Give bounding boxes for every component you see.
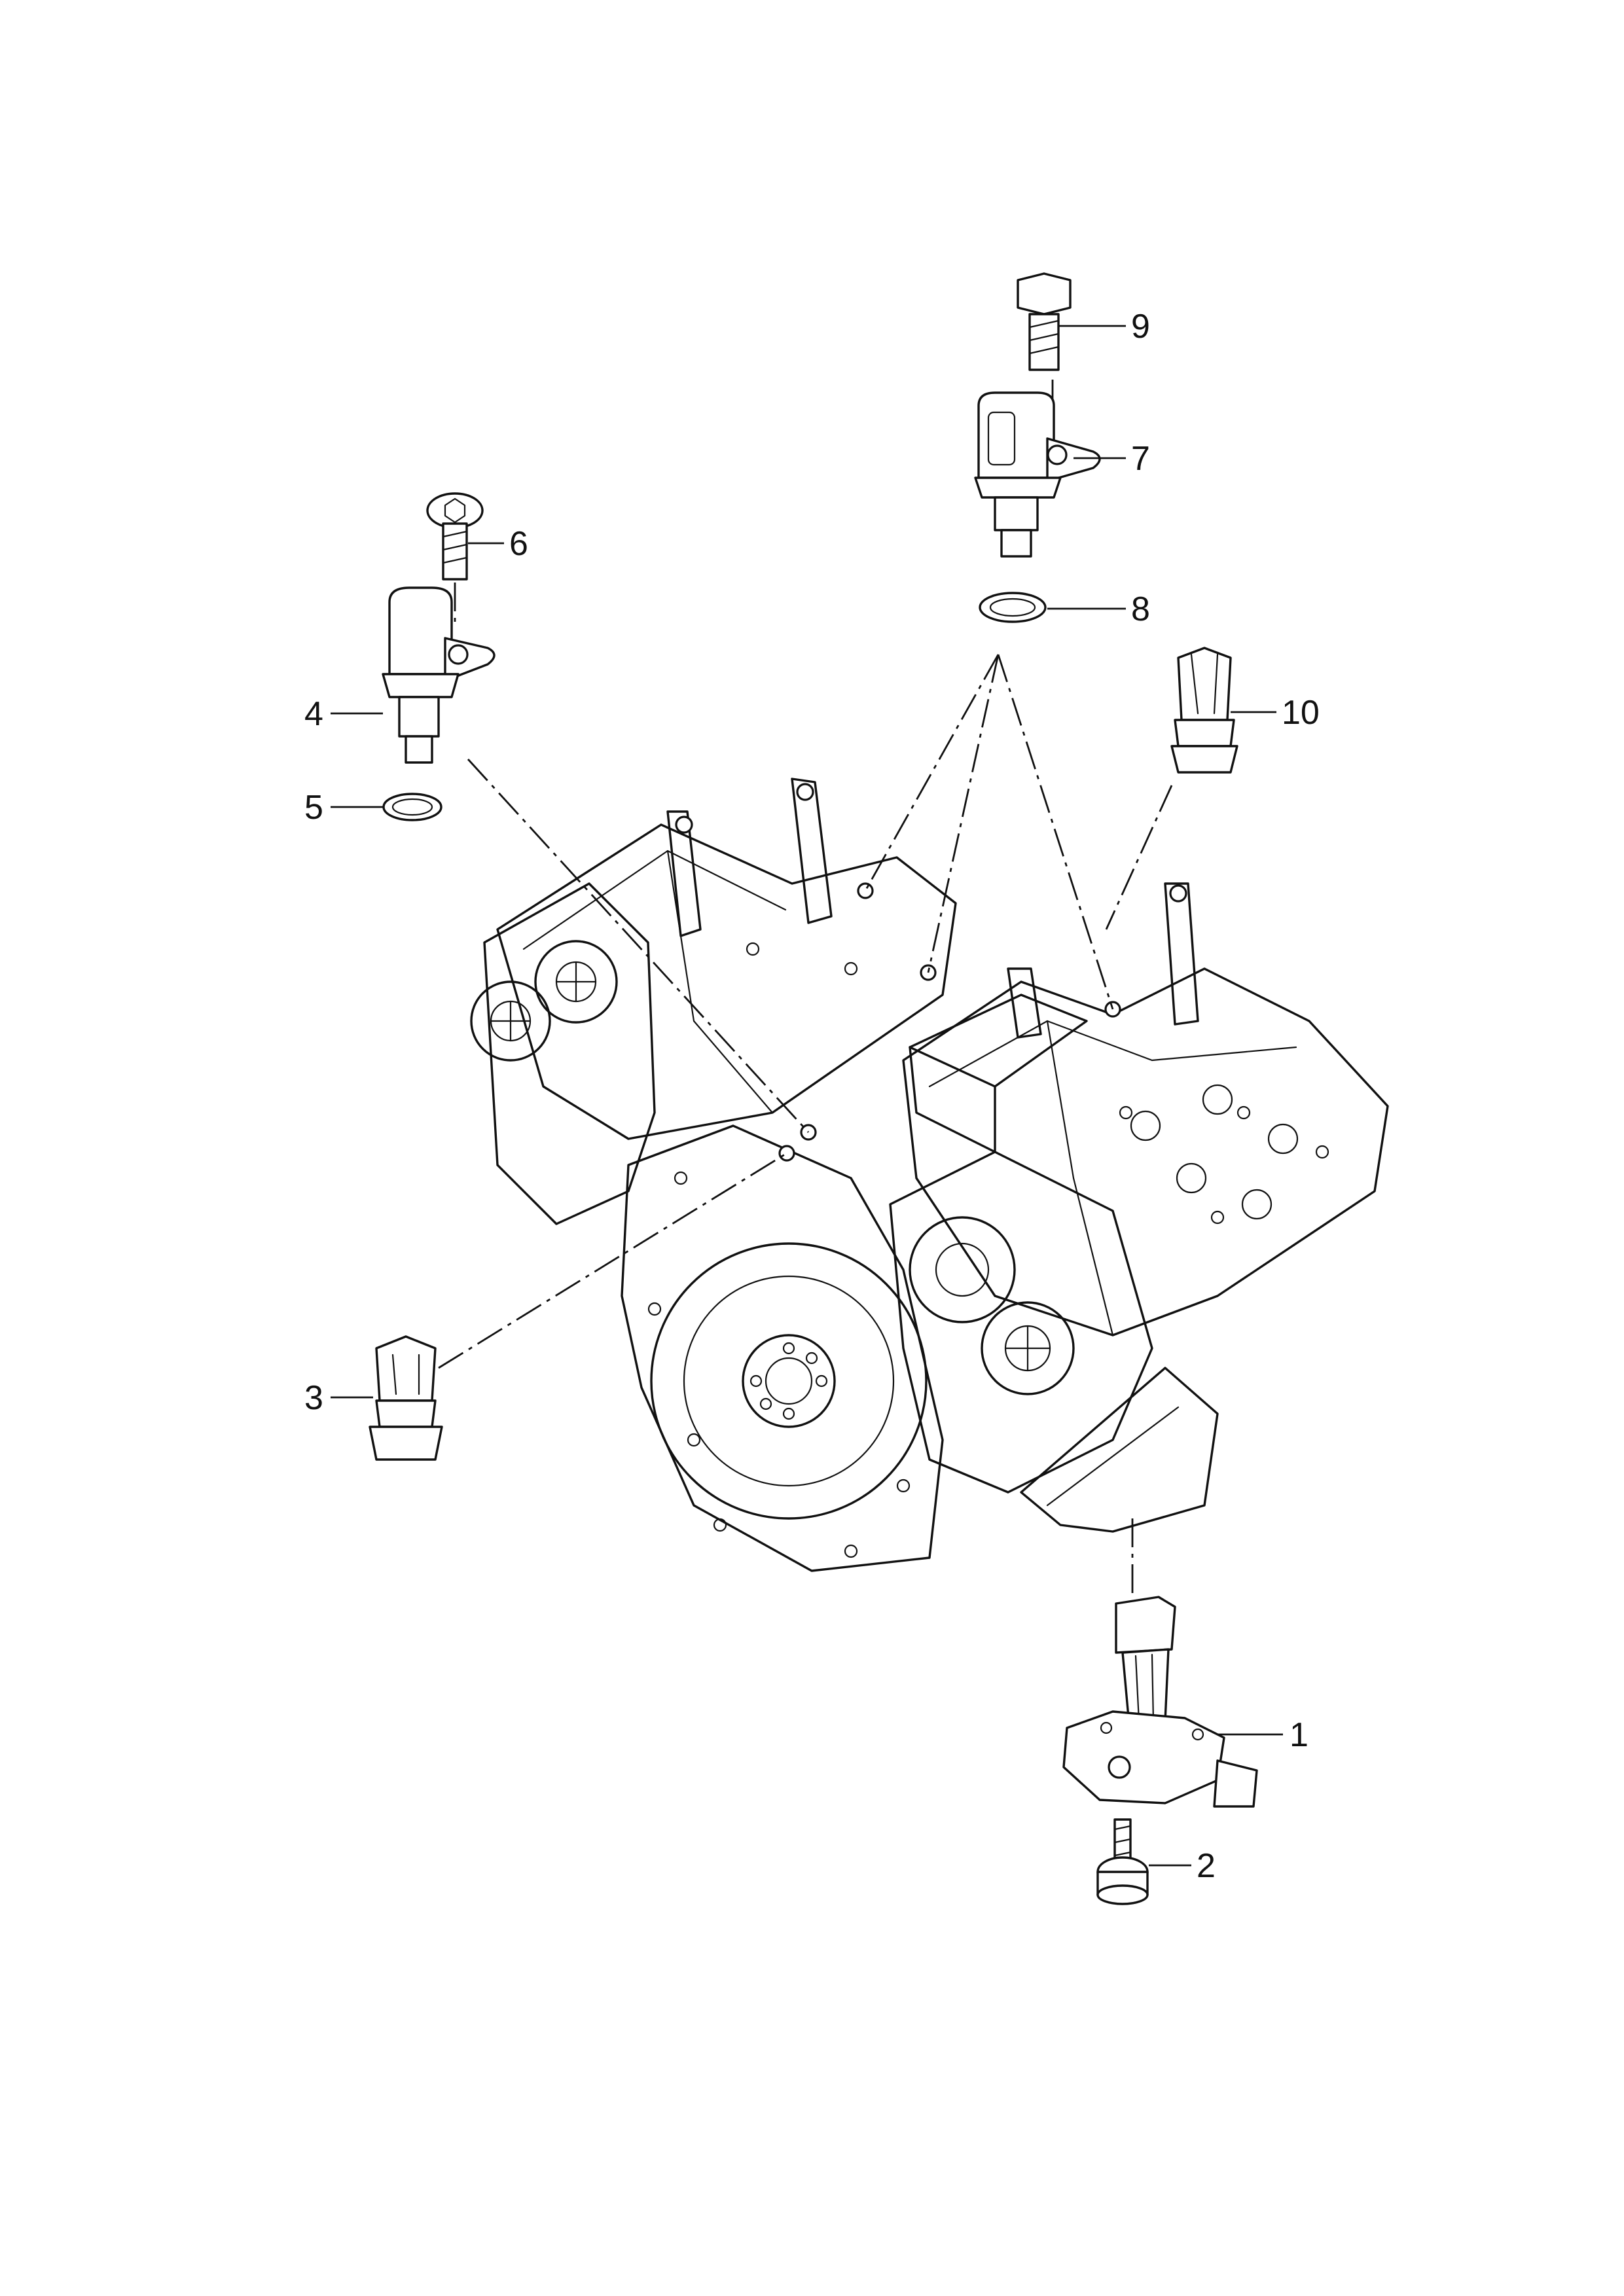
o-ring-part-5 [382, 793, 442, 821]
callout-4: 4 [304, 695, 323, 733]
callout-3: 3 [304, 1379, 323, 1417]
engine-block [470, 778, 1389, 1572]
pressure-switch-part-10 [1170, 647, 1238, 774]
sensor-part-7 [974, 391, 1101, 558]
callout-2: 2 [1197, 1847, 1216, 1885]
sender-part-3 [369, 1335, 443, 1461]
callout-7: 7 [1131, 440, 1150, 478]
callout-8: 8 [1131, 590, 1150, 628]
bolt-part-9 [1017, 272, 1072, 371]
oil-level-sensor-part-1 [1062, 1596, 1258, 1808]
callout-6: 6 [509, 525, 528, 563]
callout-9: 9 [1131, 308, 1150, 346]
callout-labels: 1 2 3 4 5 6 7 8 9 10 [304, 308, 1320, 1885]
sensor-part-4 [382, 586, 496, 764]
torx-bolt-part-6 [426, 492, 484, 581]
callout-1: 1 [1290, 1716, 1308, 1754]
assembly-lines [438, 380, 1173, 1597]
callout-10: 10 [1282, 694, 1320, 732]
o-ring-part-8 [979, 592, 1047, 623]
bolt-part-2 [1096, 1818, 1149, 1905]
leader-lines [331, 325, 1283, 1867]
callout-5: 5 [304, 789, 323, 827]
